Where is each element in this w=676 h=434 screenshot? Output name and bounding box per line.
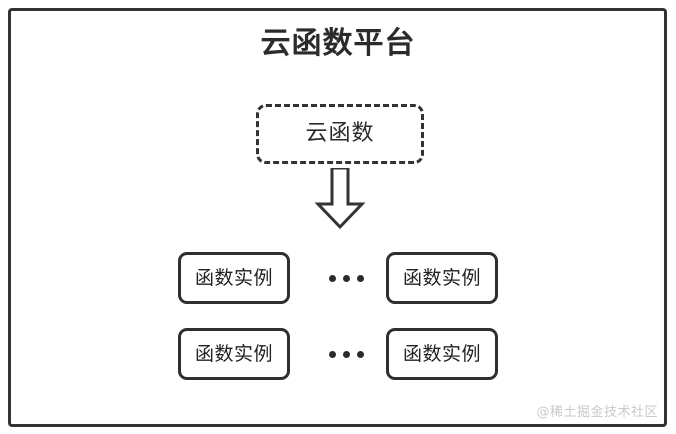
instance-label: 函数实例 [402,342,481,365]
instance-label: 函数实例 [194,266,273,289]
ellipsis-icon [318,252,374,304]
ellipsis-dot [356,274,364,282]
ellipsis-dot [328,350,336,358]
ellipsis-dot [342,350,350,358]
instance-label: 函数实例 [402,266,481,289]
instance-row: 函数实例 函数实例 [0,328,676,380]
page-title: 云函数平台 [260,26,416,61]
cloud-function-label: 云函数 [305,121,375,146]
instance-box: 函数实例 [178,328,290,380]
ellipsis-dot [328,274,336,282]
instance-label: 函数实例 [194,342,273,365]
down-arrow-icon [312,166,368,230]
cloud-function-box: 云函数 [256,104,424,164]
instance-box: 函数实例 [386,328,498,380]
ellipsis-icon [318,328,374,380]
instance-row: 函数实例 函数实例 [0,252,676,304]
watermark: @稀土掘金技术社区 [536,405,658,420]
instance-box: 函数实例 [178,252,290,304]
ellipsis-dot [356,350,364,358]
instance-box: 函数实例 [386,252,498,304]
ellipsis-dot [342,274,350,282]
